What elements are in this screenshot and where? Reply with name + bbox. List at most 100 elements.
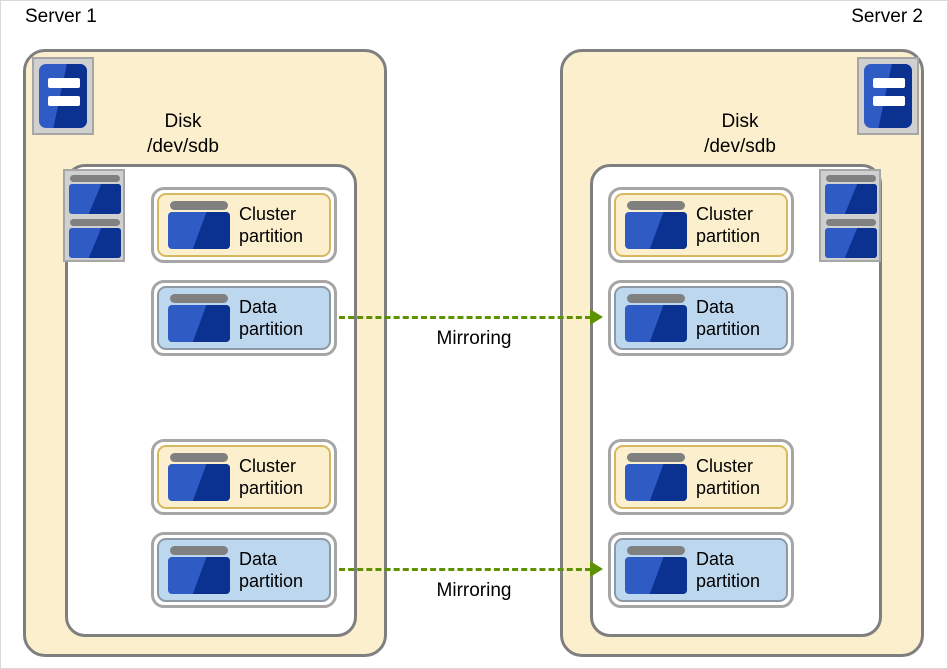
- partition-icon: [168, 294, 230, 342]
- partition-data[interactable]: Data partition: [608, 532, 794, 608]
- partition-data[interactable]: Data partition: [151, 532, 337, 608]
- disk-platter-lower: [69, 219, 121, 258]
- partition-body: Data partition: [614, 538, 788, 602]
- partition-body: Cluster partition: [614, 445, 788, 509]
- partition-label: Cluster partition: [696, 455, 760, 499]
- server-2-disk-label: Disk /dev/sdb: [680, 109, 800, 159]
- partition-icon-bar: [627, 453, 685, 462]
- partition-icon: [168, 201, 230, 249]
- partition-label-line-2: partition: [696, 478, 761, 498]
- server-slot-lower: [873, 96, 905, 106]
- server-chassis: [39, 64, 87, 128]
- partition-label: Cluster partition: [239, 455, 303, 499]
- partition-icon: [625, 546, 687, 594]
- partition-icon-body: [625, 212, 687, 249]
- mirroring-label-top: Mirroring: [436, 328, 512, 349]
- partition-body: Data partition: [614, 286, 788, 350]
- partition-label: Data partition: [696, 548, 760, 592]
- hard-disk-icon: [819, 169, 881, 262]
- partition-icon-body: [625, 305, 687, 342]
- server-slot-upper: [873, 78, 905, 88]
- server-slot-lower: [48, 96, 80, 106]
- partition-label-line-2: partition: [696, 319, 761, 339]
- partition-icon-bar: [170, 546, 228, 555]
- partition-cluster[interactable]: Cluster partition: [608, 187, 794, 263]
- partition-body: Cluster partition: [157, 445, 331, 509]
- partition-label-line-1: Data: [239, 297, 278, 317]
- server-chassis: [864, 64, 912, 128]
- disk-platter-bar: [826, 219, 876, 226]
- partition-label: Cluster partition: [239, 203, 303, 247]
- partition-label-line-1: Data: [696, 549, 735, 569]
- partition-icon-bar: [627, 201, 685, 210]
- partition-label-line-1: Data: [696, 297, 735, 317]
- partition-label: Cluster partition: [696, 203, 760, 247]
- server-icon: [857, 57, 919, 135]
- disk-platter-bar: [70, 219, 120, 226]
- partition-label-line-1: Cluster: [696, 456, 754, 476]
- server-1-title: Server 1: [25, 6, 97, 27]
- disk-platter-body: [825, 184, 877, 214]
- partition-icon-body: [168, 464, 230, 501]
- disk-label-line-1: Disk: [721, 111, 759, 132]
- mirroring-arrowhead-top: [590, 309, 603, 325]
- partition-icon-bar: [627, 294, 685, 303]
- partition-icon-bar: [170, 201, 228, 210]
- partition-label-line-1: Data: [239, 549, 278, 569]
- disk-platter-upper: [69, 175, 121, 214]
- disk-platter-bar: [826, 175, 876, 182]
- partition-body: Data partition: [157, 286, 331, 350]
- partition-label-line-2: partition: [239, 478, 304, 498]
- partition-icon: [625, 453, 687, 501]
- partition-data[interactable]: Data partition: [608, 280, 794, 356]
- partition-icon: [625, 201, 687, 249]
- partition-icon: [168, 453, 230, 501]
- disk-label-line-2: /dev/sdb: [704, 136, 776, 157]
- partition-icon-bar: [627, 546, 685, 555]
- partition-icon-body: [168, 212, 230, 249]
- partition-icon: [168, 546, 230, 594]
- server-icon: [32, 57, 94, 135]
- disk-label-line-2: /dev/sdb: [147, 136, 219, 157]
- partition-label-line-2: partition: [239, 571, 304, 591]
- partition-body: Cluster partition: [157, 193, 331, 257]
- disk-platter-lower: [825, 219, 877, 258]
- partition-icon-body: [625, 464, 687, 501]
- disk-platter-body: [69, 184, 121, 214]
- disk-platter-upper: [825, 175, 877, 214]
- server-1-disk-label: Disk /dev/sdb: [123, 109, 243, 159]
- mirroring-arrowhead-bottom: [590, 561, 603, 577]
- partition-label: Data partition: [696, 296, 760, 340]
- partition-icon-bar: [170, 294, 228, 303]
- partition-label-line-2: partition: [696, 571, 761, 591]
- mirroring-label-bottom: Mirroring: [436, 580, 512, 601]
- mirroring-connector-bottom-line: [339, 568, 591, 571]
- partition-label-line-1: Cluster: [239, 204, 297, 224]
- partition-icon-bar: [170, 453, 228, 462]
- disk-label-line-1: Disk: [164, 111, 202, 132]
- partition-icon: [625, 294, 687, 342]
- server-2-title: Server 2: [851, 6, 923, 27]
- mirroring-connector-top-line: [339, 316, 591, 319]
- hard-disk-icon: [63, 169, 125, 262]
- disk-platter-bar: [70, 175, 120, 182]
- disk-platter-body: [825, 228, 877, 258]
- partition-label-line-1: Cluster: [239, 456, 297, 476]
- partition-label-line-2: partition: [696, 226, 761, 246]
- partition-body: Data partition: [157, 538, 331, 602]
- partition-data[interactable]: Data partition: [151, 280, 337, 356]
- partition-cluster[interactable]: Cluster partition: [608, 439, 794, 515]
- partition-label-line-2: partition: [239, 226, 304, 246]
- partition-cluster[interactable]: Cluster partition: [151, 187, 337, 263]
- partition-label-line-2: partition: [239, 319, 304, 339]
- disk-platter-body: [69, 228, 121, 258]
- partition-icon-body: [168, 305, 230, 342]
- partition-label-line-1: Cluster: [696, 204, 754, 224]
- partition-label: Data partition: [239, 548, 303, 592]
- server-slot-upper: [48, 78, 80, 88]
- partition-body: Cluster partition: [614, 193, 788, 257]
- partition-icon-body: [168, 557, 230, 594]
- partition-icon-body: [625, 557, 687, 594]
- partition-cluster[interactable]: Cluster partition: [151, 439, 337, 515]
